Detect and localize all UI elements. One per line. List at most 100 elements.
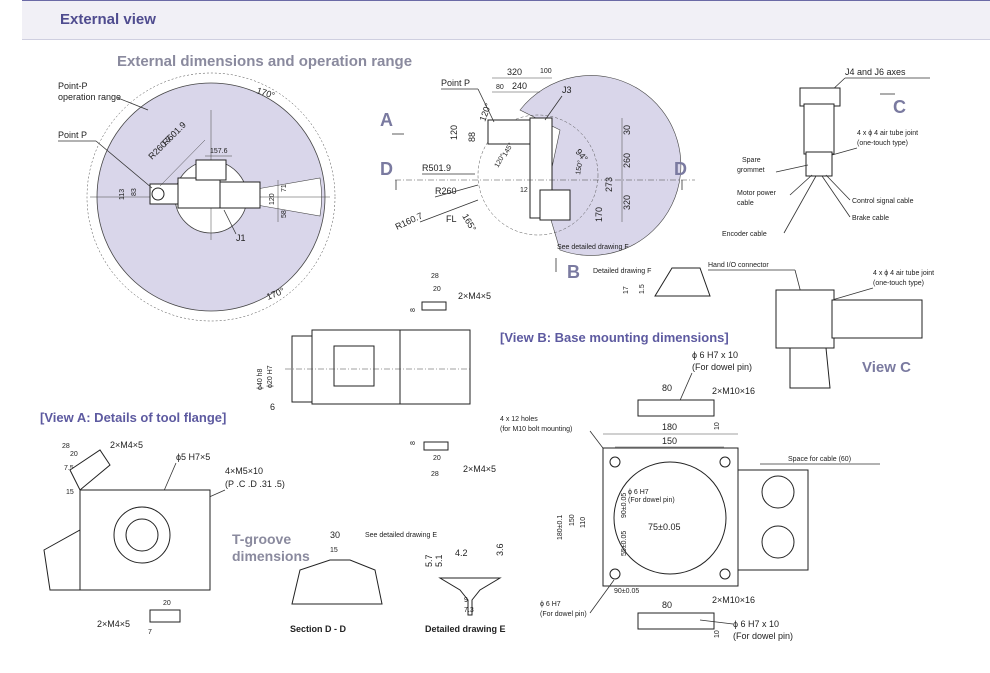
dim-320: 320	[507, 67, 522, 77]
view-a-15: 15	[66, 489, 74, 496]
view-b-holes: 4 x 12 holes	[500, 416, 538, 423]
dim-240: 240	[512, 81, 527, 91]
view-c: Hand I/O connector 4 x ϕ 4 air tube join…	[708, 262, 934, 389]
mid-dim-8: 8	[410, 308, 417, 312]
arrow-d-right: D	[674, 159, 687, 179]
tgroove-36: 3.6	[495, 543, 505, 556]
view-a-20: 20	[70, 451, 78, 458]
mid-dim-8b: 8	[410, 441, 417, 445]
view-b-dowel-b-leader	[589, 579, 615, 614]
mid-slot-2	[423, 441, 449, 451]
view-a-5h7: ϕ5 H7×5	[176, 452, 210, 462]
leader-j1	[223, 209, 237, 235]
mid-dim-20: 20	[433, 286, 441, 293]
arrow-b: B	[567, 262, 580, 282]
view-b-dowel-a: (For dowel pin)	[628, 497, 675, 504]
tgroove-title-2: dimensions	[232, 548, 310, 564]
view-b-hole-bl	[609, 568, 621, 580]
view-c-air: 4 x ϕ 4 air tube joint	[873, 270, 934, 277]
view-b-150v: 150	[569, 514, 576, 526]
view-b-phi6b: ϕ 6 H7	[540, 601, 561, 608]
mid-dim-28b: 28	[431, 471, 439, 478]
view-b-150: 150	[662, 436, 677, 446]
dim-120: 120	[269, 193, 276, 205]
view-a-pcd: (P .C .D .31 .5)	[225, 479, 285, 489]
brake-leader	[821, 175, 851, 218]
side-base	[539, 189, 571, 221]
encoder-label: Encoder cable	[722, 231, 767, 238]
brake-label: Brake cable	[852, 215, 889, 222]
point-p-flange	[151, 187, 165, 201]
tgroove-57: 5.7	[424, 554, 434, 567]
radius-1607-line	[419, 199, 479, 223]
view-b-180v: 180±0.1	[557, 515, 564, 540]
view-c-air-leader	[831, 287, 874, 301]
view-b-cable-gland-1	[761, 475, 795, 509]
arrow-d-left: D	[380, 159, 393, 179]
arm-joint	[195, 159, 227, 181]
tgroove-15: 15	[330, 547, 338, 554]
mid-m4: 2×M4×5	[458, 291, 491, 301]
view-b-110: 110	[580, 517, 587, 528]
detail-f: Detailed drawing F 17 1.5	[593, 267, 711, 297]
view-a-7: 7	[148, 629, 152, 636]
tgroove-section	[291, 559, 383, 605]
view-a-m4: 2×M4×5	[110, 440, 143, 450]
view-b-dowel-1b: (For dowel pin)	[692, 362, 752, 372]
middle-flange-view: 28 20 2×M4×5 8 ϕ40 h8 ϕ20 H7 6 8 20 28 2…	[257, 273, 496, 478]
view-a-slot	[69, 449, 111, 491]
view-c-label: View C	[862, 359, 911, 376]
mid-cover	[333, 345, 375, 387]
view-b-75: 75±0.05	[648, 522, 680, 532]
view-c-arm-link	[831, 299, 923, 339]
view-a-m4b: 2×M4×5	[97, 619, 130, 629]
view-b-bar-bottom	[637, 612, 715, 630]
tgroove-51: 5.1	[434, 554, 444, 567]
air-tube-label: 4 x ϕ 4 air tube joint	[857, 130, 918, 137]
view-b-hole-br	[719, 568, 731, 580]
grommet-label: grommet	[737, 167, 765, 174]
view-c-column	[803, 103, 835, 155]
view-a-slot-2	[149, 609, 181, 623]
view-b: [View B: Base mounting dimensions] ϕ 6 H…	[500, 330, 880, 641]
view-c-arrow: C	[893, 97, 906, 117]
angle-150: 150°	[574, 160, 584, 176]
view-a-flange-inner	[125, 518, 159, 552]
tgroove-09: 9	[464, 597, 468, 604]
view-b-holes-2: (for M10 bolt mounting)	[500, 426, 572, 433]
angle-165: 165°	[460, 212, 478, 233]
tgroove-title-1: T-groove	[232, 531, 291, 547]
detail-e: Detailed drawing E	[425, 624, 506, 634]
view-b-dowel-1: ϕ 6 H7 x 10	[692, 350, 738, 360]
dim-88: 88	[467, 132, 477, 142]
dim-80: 80	[496, 84, 504, 91]
dim-58: 58	[281, 210, 288, 218]
detail-f-shape	[654, 267, 711, 297]
tgroove-73: 7.3	[464, 607, 474, 614]
view-a-m5: 4×M5×10	[225, 466, 263, 476]
control-leader	[825, 174, 851, 201]
side-j3-leader	[544, 95, 563, 121]
view-b-90v: 90±0.05	[621, 493, 628, 518]
view-a-title: [View A: Details of tool flange]	[40, 410, 226, 425]
radius-260-side: R260	[435, 186, 457, 196]
tgroove-42: 4.2	[455, 548, 468, 558]
tgroove: T-groove dimensions 30 15 See detailed d…	[232, 530, 506, 634]
dim-1576: 157.6	[210, 148, 228, 155]
dim-170: 170	[594, 207, 604, 222]
control-label: Control signal cable	[852, 198, 914, 205]
top-view-title: External dimensions and operation range	[117, 53, 412, 70]
label-j1: J1	[236, 233, 246, 243]
view-b-90h: 90±0.05	[614, 588, 639, 595]
arrow-a: A	[380, 110, 393, 130]
mid-dim-20b: 20	[433, 455, 441, 462]
section-header-band: External view	[22, 0, 990, 40]
label-pointp-range: Point-P	[58, 81, 88, 91]
section-dd: Section D - D	[290, 624, 347, 634]
encoder-leader	[783, 175, 817, 234]
dim-120-side: 120	[449, 125, 459, 140]
radius-260-line	[434, 184, 479, 198]
mid-slot	[421, 301, 447, 311]
section-title: External view	[60, 11, 156, 28]
top-view: External dimensions and operation range …	[58, 53, 412, 322]
